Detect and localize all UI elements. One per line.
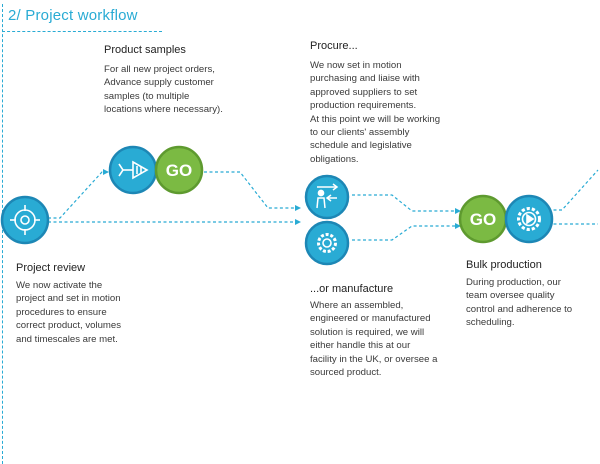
product-samples-title: Product samples	[104, 44, 186, 56]
sample-arrows-icon	[118, 160, 149, 180]
procure-title: Procure...	[310, 40, 358, 52]
section-title: 2/ Project workflow	[8, 7, 138, 24]
go-icon: GO	[166, 161, 192, 180]
connector-procure-to-bulk	[352, 194, 461, 214]
assembly-person-icon	[316, 183, 339, 209]
manufacture-text: Where an assembled, engineered or manufa…	[310, 300, 438, 379]
project-review-text: We now activate the project and set in m…	[16, 280, 122, 345]
connector-manufacture-to-bulk	[352, 223, 461, 241]
procure-text: We now set in motion purchasing and liai…	[310, 60, 441, 165]
go-badge-samples: GO	[154, 145, 204, 195]
manufacture-title: ...or manufacture	[310, 283, 394, 295]
bulk-production-title: Bulk production	[466, 259, 542, 271]
connectors	[48, 169, 599, 241]
gear-icon	[317, 233, 337, 253]
go-icon: GO	[470, 210, 496, 229]
product-samples-text: For all new project orders, Advance supp…	[104, 64, 223, 116]
procure-badge	[304, 174, 350, 220]
left-dashed-rule	[2, 4, 3, 464]
connector-samples-to-procure	[204, 171, 301, 211]
go-badge-bulk: GO	[458, 194, 508, 244]
manufacture-badge	[304, 220, 350, 266]
bulk-production-badge	[504, 194, 554, 244]
target-icon	[10, 205, 40, 235]
gear-play-icon	[517, 207, 541, 231]
connector-bulk-out-top	[548, 169, 599, 211]
project-review-title: Project review	[16, 262, 86, 274]
connector-review-to-samples	[48, 169, 109, 219]
bulk-production-text: During production, our team oversee qual…	[466, 277, 573, 329]
project-review-badge	[0, 195, 50, 245]
sample-badge	[108, 145, 158, 195]
title-underline	[2, 31, 162, 32]
